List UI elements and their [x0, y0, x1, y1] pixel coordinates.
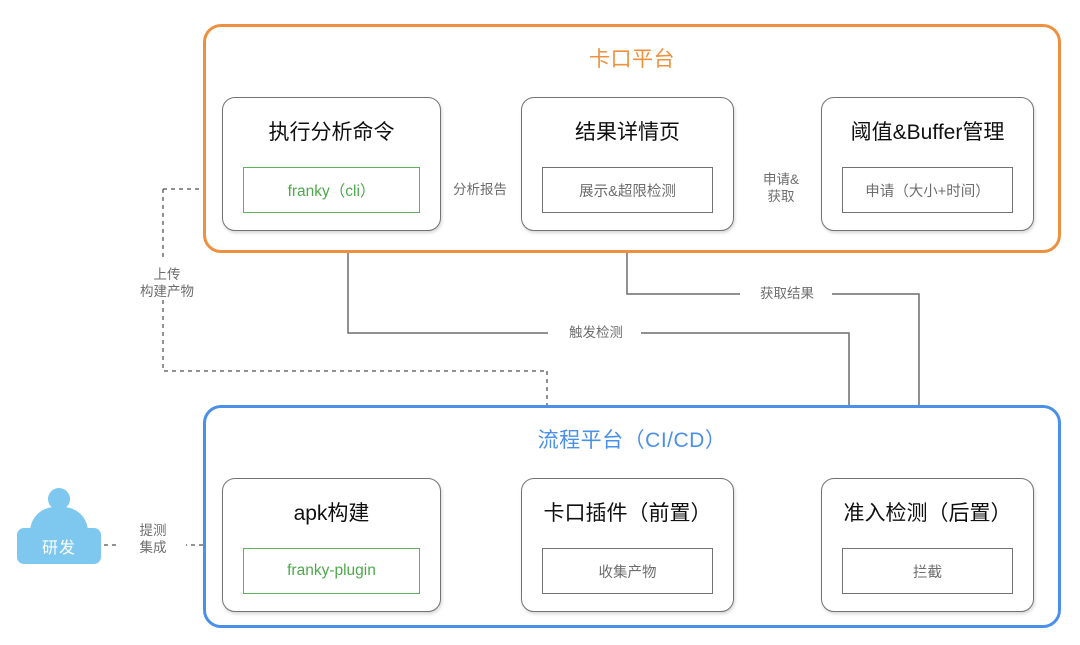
- edge-label-upload-artifact-line2: 构建产物: [140, 284, 194, 299]
- edge-label-upload-artifact-line1: 上传: [153, 267, 181, 282]
- person-icon-head: [48, 488, 70, 510]
- edge-upload-lower: [162, 292, 547, 372]
- card-apk-build-title: apk构建: [293, 502, 370, 525]
- card-threshold-buffer[interactable]: 阈值&Buffer管理 申请（大小+时间）: [821, 97, 1034, 231]
- card-threshold-buffer-title: 阈值&Buffer管理: [850, 121, 1005, 144]
- card-apk-build[interactable]: apk构建 franky-plugin: [222, 478, 441, 612]
- platform-pipeline-title: 流程平台（CI/CD）: [537, 429, 727, 452]
- card-result-detail-title: 结果详情页: [575, 121, 680, 144]
- edge-label-apply-fetch-line2: 获取: [767, 189, 795, 204]
- card-admission-check[interactable]: 准入检测（后置） 拦截: [821, 478, 1034, 612]
- edge-label-submit-integrate-line2: 集成: [139, 540, 167, 555]
- edge-label-analysis-report: 分析报告: [446, 181, 514, 198]
- card-admission-check-title: 准入检测（后置）: [843, 502, 1012, 525]
- actor-developer[interactable]: 研发: [17, 488, 101, 564]
- edge-label-upload-artifact: 上传 构建产物: [125, 266, 209, 300]
- card-gate-plugin-title: 卡口插件（前置）: [543, 502, 712, 525]
- card-admission-check-inner[interactable]: 拦截: [842, 548, 1013, 594]
- card-gate-plugin-inner[interactable]: 收集产物: [542, 548, 713, 594]
- card-exec-analysis-title: 执行分析命令: [268, 121, 395, 144]
- card-gate-plugin[interactable]: 卡口插件（前置） 收集产物: [521, 478, 734, 612]
- edge-label-submit-integrate: 提测 集成: [120, 522, 186, 556]
- edge-label-submit-integrate-line1: 提测: [139, 523, 167, 538]
- card-exec-analysis-inner[interactable]: franky（cli）: [243, 167, 420, 213]
- edge-label-apply-fetch-line1: 申请&: [762, 172, 799, 187]
- card-threshold-buffer-inner[interactable]: 申请（大小+时间）: [842, 167, 1013, 213]
- card-exec-analysis[interactable]: 执行分析命令 franky（cli）: [222, 97, 441, 231]
- edge-label-trigger-check: 触发检测: [551, 324, 641, 341]
- card-result-detail[interactable]: 结果详情页 展示&超限检测: [521, 97, 734, 231]
- edge-label-apply-fetch: 申请& 获取: [749, 171, 813, 205]
- card-result-detail-inner[interactable]: 展示&超限检测: [542, 167, 713, 213]
- card-apk-build-inner[interactable]: franky-plugin: [243, 548, 420, 594]
- platform-gate-title: 卡口平台: [589, 48, 675, 71]
- edge-label-fetch-result: 获取结果: [742, 285, 832, 302]
- actor-developer-label: 研发: [17, 528, 101, 564]
